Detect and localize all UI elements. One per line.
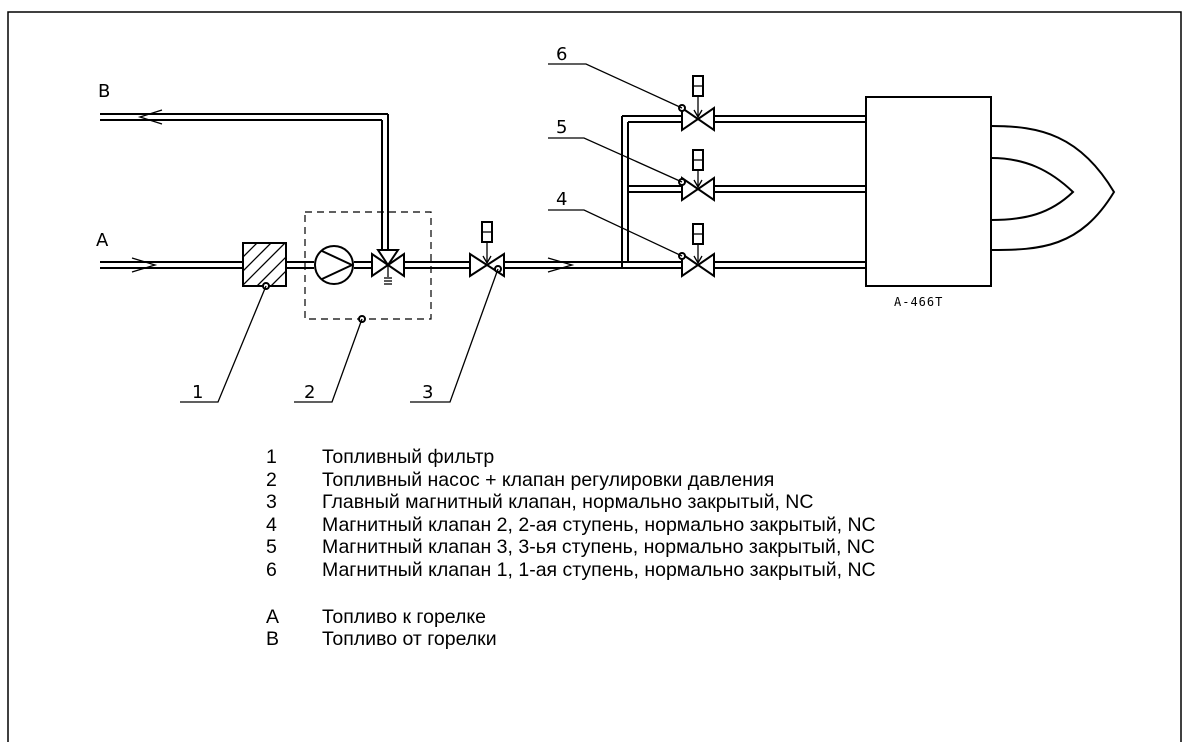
legend-item: 2 Топливный насос + клапан регулировки да… bbox=[266, 469, 876, 492]
legend-item: 5 Магнитный клапан 3, 3-ья ступень, норма… bbox=[266, 536, 876, 559]
label-3: 3 bbox=[422, 382, 433, 403]
pump-module bbox=[304, 211, 432, 323]
legend-key: 3 bbox=[266, 491, 277, 514]
burner-manifold bbox=[621, 115, 866, 269]
burner-model-label: A-466T bbox=[894, 295, 943, 309]
legend-text: Магнитный клапан 1, 1-ая ступень, нормал… bbox=[322, 558, 876, 581]
legend-text: Топливо от горелки bbox=[322, 628, 497, 651]
leader-lines bbox=[180, 63, 683, 403]
legend-text: Топливный насос + клапан регулировки дав… bbox=[322, 468, 775, 491]
label-4: 4 bbox=[556, 189, 567, 210]
legend-key: 4 bbox=[266, 513, 277, 536]
legend-flow-item: A Топливо к горелке bbox=[266, 606, 876, 629]
legend-item: 1 Топливный фильтр bbox=[266, 446, 876, 469]
label-b: B bbox=[98, 81, 110, 102]
legend-text: Магнитный клапан 2, 2-ая ступень, нормал… bbox=[322, 513, 876, 536]
label-5: 5 bbox=[556, 117, 567, 138]
legend-key: B bbox=[266, 628, 280, 651]
legend-text: Магнитный клапан 3, 3-ья ступень, нормал… bbox=[322, 536, 875, 559]
legend-key: 2 bbox=[266, 468, 277, 491]
legend-item: 6 Магнитный клапан 1, 1-ая ступень, норма… bbox=[266, 559, 876, 582]
main-solenoid-valve bbox=[469, 221, 505, 278]
return-line-b bbox=[100, 109, 389, 250]
legend-key: A bbox=[266, 605, 280, 628]
legend: 1 Топливный фильтр 2 Топливный насос + кла… bbox=[266, 446, 876, 651]
legend-text: Топливо к горелке bbox=[322, 605, 486, 628]
legend-key: 1 bbox=[266, 446, 277, 468]
legend-item: 3 Главный магнитный клапан, нормально зак… bbox=[266, 491, 876, 514]
legend-flow-item: B Топливо от горелки bbox=[266, 628, 876, 651]
label-a: A bbox=[96, 230, 109, 251]
stage-3-solenoid-valve bbox=[678, 149, 715, 202]
fuel-filter bbox=[242, 242, 287, 290]
label-1: 1 bbox=[192, 382, 203, 403]
label-2: 2 bbox=[304, 382, 315, 403]
stage-1-solenoid-valve bbox=[678, 75, 715, 132]
legend-text: Главный магнитный клапан, нормально закр… bbox=[322, 491, 814, 514]
legend-spacer bbox=[266, 582, 876, 606]
supply-line-a bbox=[100, 257, 628, 273]
legend-item: 4 Магнитный клапан 2, 2-ая ступень, норма… bbox=[266, 514, 876, 537]
stage-2-solenoid-valve bbox=[678, 223, 715, 278]
legend-text: Топливный фильтр bbox=[322, 446, 495, 468]
legend-key: 6 bbox=[266, 558, 277, 581]
burner bbox=[865, 96, 1116, 287]
legend-key: 5 bbox=[266, 536, 277, 559]
outer-frame bbox=[7, 11, 1182, 742]
label-6: 6 bbox=[556, 44, 567, 65]
